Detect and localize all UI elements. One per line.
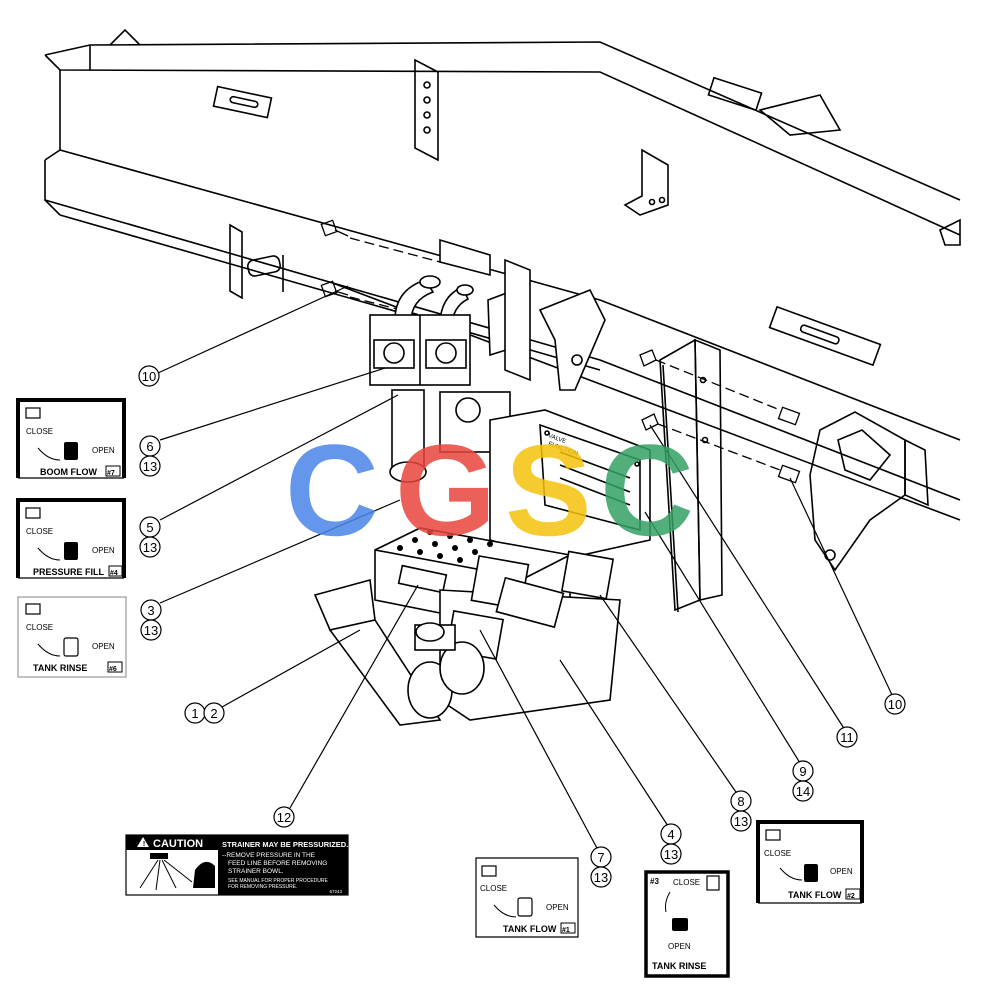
decal-close-label: CLOSE (480, 884, 507, 893)
decal-open-label: OPEN (92, 446, 115, 455)
decal-title: PRESSURE FILL (33, 567, 105, 577)
callout-number: 5 (146, 520, 153, 535)
caution-line6: FOR REMOVING PRESSURE. (228, 884, 297, 890)
callout-number: 14 (796, 784, 810, 799)
callout-number: 13 (143, 540, 157, 555)
decal-tank-flow-2: CLOSE OPEN TANK FLOW #2 (756, 820, 864, 904)
decal-close-label: CLOSE (26, 427, 53, 436)
caution-line2: --REMOVE PRESSURE IN THE (222, 852, 316, 859)
decal-number: #2 (847, 893, 855, 900)
watermark-letter: S (505, 417, 592, 563)
callout-8: 8 13 (730, 790, 752, 832)
caution-code: 67243 (329, 889, 342, 894)
spray-hazard-icon (139, 853, 215, 891)
callout-3: 3 13 (140, 599, 162, 641)
callout-5: 5 13 (139, 516, 161, 558)
caution-line1: STRAINER MAY BE PRESSURIZED. (222, 840, 348, 849)
callout-10-left: 10 (138, 365, 160, 387)
leader-lines (157, 285, 894, 851)
decal-boom-flow: CLOSE OPEN BOOM FLOW #7 (16, 398, 126, 479)
callout-10-right: 10 (884, 693, 906, 715)
decal-open-label: OPEN (92, 546, 115, 555)
callout-4: 4 13 (660, 823, 682, 865)
watermark-letter: C (600, 417, 694, 563)
valve-assembly (313, 238, 651, 726)
watermark-letter: G (395, 417, 496, 563)
decal-title: TANK RINSE (652, 961, 706, 971)
decal-open-label: OPEN (546, 903, 569, 912)
decal-number: #3 (650, 877, 659, 886)
caution-line4: STRAINER BOWL. (228, 868, 284, 875)
callout-number: 7 (597, 850, 604, 865)
decal-title: TANK FLOW (788, 890, 842, 900)
callout-number: 6 (146, 439, 153, 454)
callout-number: 10 (888, 697, 902, 712)
decal-title: BOOM FLOW (40, 467, 97, 477)
decal-close-label: CLOSE (26, 527, 53, 536)
decal-open-label: OPEN (92, 642, 115, 651)
decal-tank-rinse-3: #3 CLOSE OPEN TANK RINSE (644, 870, 730, 978)
decal-title: TANK FLOW (503, 924, 557, 934)
watermark-logo: C G S C (285, 417, 694, 563)
callout-number: 12 (277, 810, 291, 825)
callout-number: 11 (840, 730, 854, 745)
caution-line3: FEED LINE BEFORE REMOVING (228, 860, 327, 867)
svg-text:!: ! (143, 841, 145, 848)
callout-6: 6 13 (139, 435, 161, 477)
warning-icon (137, 837, 149, 847)
caution-decal: ! CAUTION STRAINER MAY BE PRESSURIZED. -… (125, 834, 349, 896)
callout-number: 13 (144, 623, 158, 638)
decal-close-label: CLOSE (26, 623, 53, 632)
callout-number: 9 (799, 764, 806, 779)
decal-close-label: CLOSE (764, 849, 791, 858)
callout-7: 7 13 (590, 846, 612, 888)
decal-number: #4 (110, 570, 118, 577)
decal-title: TANK RINSE (33, 663, 87, 673)
decal-open-label: OPEN (830, 867, 853, 876)
callout-number: 13 (594, 870, 608, 885)
callout-number: 1 (191, 706, 198, 721)
callout-number: 13 (143, 459, 157, 474)
callout-number: 13 (734, 814, 748, 829)
callout-number: 3 (147, 603, 154, 618)
decal-pressure-fill: CLOSE OPEN PRESSURE FILL #4 (16, 498, 126, 579)
callout-number: 10 (142, 369, 156, 384)
decal-number: #7 (107, 470, 115, 477)
callout-12: 12 (273, 806, 295, 828)
caution-line5: SEE MANUAL FOR PROPER PROCEDURE (228, 878, 328, 884)
decal-tank-rinse-6: CLOSE OPEN TANK RINSE #6 (17, 596, 127, 678)
side-plate (659, 338, 929, 613)
decal-number: #1 (562, 927, 570, 934)
callout-9: 9 14 (792, 760, 814, 802)
decal-close-label: CLOSE (673, 878, 700, 887)
callout-number: 8 (737, 794, 744, 809)
decal-open-label: OPEN (668, 942, 691, 951)
valve-plate-line1: VALVE (547, 433, 566, 445)
callout-11: 11 (836, 726, 858, 748)
callout-1-2: 1 2 (184, 702, 225, 724)
callout-number: 2 (210, 706, 217, 721)
caution-header: CAUTION (153, 838, 203, 850)
watermark-letter: C (285, 417, 379, 563)
decal-number: #6 (109, 666, 117, 673)
decal-tank-flow-1: CLOSE OPEN TANK FLOW #1 (475, 857, 579, 938)
callout-number: 13 (664, 847, 678, 862)
callout-number: 4 (667, 827, 674, 842)
